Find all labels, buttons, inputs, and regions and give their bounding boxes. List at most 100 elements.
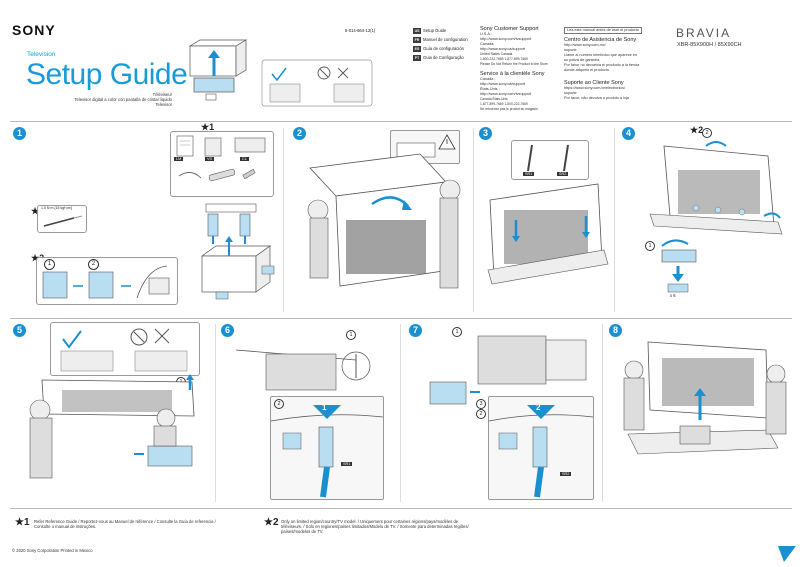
support-en-line: Canada: [480, 42, 495, 46]
support-pt-small: Por favor, não devolva o produto à loja [564, 96, 630, 100]
step-number-1: 1 [13, 127, 26, 140]
screwdriver-panel [37, 205, 87, 233]
step7-sub3: 3 [476, 399, 486, 409]
support-es-small: donde adquirió el producto [564, 68, 609, 72]
support-es-small: su póliza de garantía. [564, 58, 601, 62]
step1-sub2: 2 [88, 259, 99, 270]
copyright: © 2020 Sony Corporation Printed in Mexic… [12, 548, 93, 553]
stand-parts-panel [511, 140, 589, 180]
stand-insert-sr1-illustration [270, 405, 384, 498]
step-number-5: 5 [13, 324, 26, 337]
subtitle-es: Televisor digital a color con pantalla d… [74, 97, 172, 102]
warning-icon [396, 134, 456, 158]
row-divider [10, 318, 792, 319]
step-number-2: 2 [293, 127, 306, 140]
step4-sub2: 2 [702, 128, 712, 138]
support-en-small: 1-800-222-7669 1-877-899-7669 [480, 57, 528, 61]
bravia-logo: BRAVIA [676, 26, 732, 40]
footnote-star1: ★1 [15, 517, 30, 528]
clip-count: x 6 [670, 293, 676, 298]
support-en-line: U.S.A.: [480, 32, 493, 36]
step6-sub1: 1 [346, 330, 356, 340]
tv-on-cushion-illustration [649, 141, 783, 235]
support-fr-small: Ne retournez pas le produit au magasin [480, 107, 538, 111]
step5-handling-panel [50, 322, 200, 376]
label-sr2: SR2 [557, 172, 569, 176]
support-fr-small: Canada États-Unis [480, 97, 508, 101]
step-number-3: 3 [479, 127, 492, 140]
subtitle-fr: Téléviseur [152, 92, 172, 97]
step1-sub1: 1 [44, 259, 55, 270]
support-en-link[interactable]: http://www.sony.com/tvsupport [480, 37, 532, 41]
support-es-title: Centro de Asistencia de Sony [564, 37, 637, 43]
support-es-link[interactable]: soporte [564, 48, 577, 52]
col-divider [473, 128, 474, 312]
step-number-8: 8 [609, 324, 622, 337]
col-divider [215, 324, 216, 502]
footnote-1: Refer Reference Guide / Reportez-vous au… [34, 519, 216, 529]
support-fr-title: Service à la clientèle Sony [480, 71, 545, 77]
support-fr: Service à la clientèle Sony Canada : htt… [480, 71, 545, 112]
col-divider [283, 128, 284, 312]
step1-star1: ★1 [201, 122, 215, 132]
step6-flag: 1 [322, 403, 327, 412]
part-number: 5-014-664-12(1) [345, 28, 376, 33]
support-en-small: Please Do Not Return the Product to the … [480, 62, 548, 66]
support-fr-link[interactable]: http://www.sony.com/tvsupport [480, 92, 532, 96]
screwdriver-illustration [43, 215, 83, 227]
footnote-1-line: Refer Reference Guide / Reportez-vous au… [34, 519, 216, 524]
sony-logo: SONY [12, 22, 56, 38]
handling-dos-donts-icon [60, 328, 188, 372]
step7-flag: 2 [536, 403, 541, 412]
support-en-link[interactable]: http://www.sony.ca/support [480, 47, 526, 51]
tv-box-illustration [200, 203, 275, 300]
row-divider [10, 508, 792, 509]
support-pt-link[interactable]: suporte [564, 91, 577, 95]
col-divider [400, 324, 401, 502]
support-fr-small: 1-877-899-7669 1-800-222-7669 [480, 102, 528, 106]
support-en-small: United States Canada [480, 52, 513, 56]
step7-sub1: 1 [452, 327, 462, 337]
step6-sub2: 2 [274, 399, 284, 409]
support-fr-line: Canada : [480, 77, 496, 81]
title-subtitles: Téléviseur Televisor digital a color con… [30, 92, 172, 107]
step7-callout [488, 396, 594, 500]
support-es-small: Llame al número telefónico que aparece e… [564, 53, 638, 57]
accessories-panel [170, 131, 274, 197]
support-fr-link[interactable]: http://www.sony.ca/support [480, 82, 526, 86]
row-divider [10, 121, 792, 122]
step-number-6: 6 [221, 324, 234, 337]
clip-illustration [42, 265, 170, 299]
support-en: Sony Customer Support U.S.A.: http://www… [480, 26, 548, 67]
support-fr-line: États-Unis : [480, 87, 500, 91]
support-en-title: Sony Customer Support [480, 26, 539, 32]
step6-label-sr1: SR1 [341, 462, 353, 466]
model-number: XBR-85X900H / 85X90CH [677, 42, 742, 48]
step6-callout [270, 396, 384, 500]
label-cl: CL [240, 157, 249, 161]
clip-remove-illustration [661, 239, 697, 293]
step7-label-sr2: SR2 [560, 472, 572, 476]
stand-legs-illustration [527, 144, 569, 172]
accessories-illustration [176, 135, 266, 182]
step4-star: ★2 [690, 125, 704, 135]
support-es-small: Por favor no devuelva el producto a la t… [564, 63, 640, 67]
col-divider [602, 324, 603, 502]
step-number-4: 4 [622, 127, 635, 140]
tv-lift-from-box-illustration [307, 153, 461, 289]
step4-sub1: 1 [645, 241, 655, 251]
box-unpack-illustration [188, 39, 248, 101]
support-pt-link[interactable]: https://www.sony.com.br/electronics/ [564, 86, 626, 90]
support-es-link[interactable]: http://www.sony.com.mx/ [564, 43, 606, 47]
tv-final-lift-illustration [623, 341, 787, 455]
subtitle-pt: Televisor [155, 102, 172, 107]
step7-attach-illustration [429, 335, 587, 405]
support-es: Lea este manual antes de usar el product… [564, 27, 642, 73]
page-title: Setup Guide [26, 58, 188, 91]
footnote-2-line: Only on limited region/country/TV model.… [281, 519, 459, 524]
torque-spec: 1.5 N·m {15 kgf·cm} [41, 206, 73, 210]
col-divider [614, 128, 615, 312]
category-label: Television [27, 51, 56, 58]
